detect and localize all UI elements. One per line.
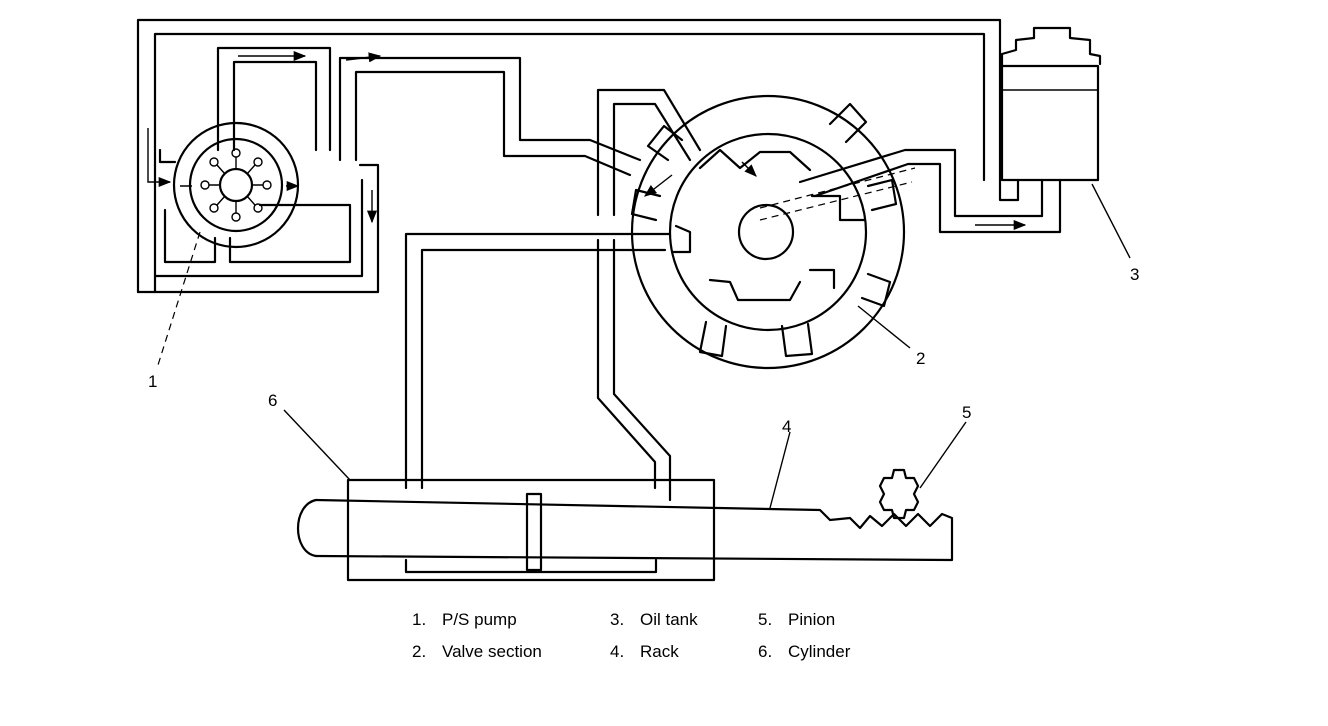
legend-item: 3. Oil tank (610, 610, 698, 630)
legend-item: 4. Rack (610, 642, 679, 662)
legend-item: 6. Cylinder (758, 642, 850, 662)
legend-label: Cylinder (788, 642, 851, 661)
rack (296, 498, 954, 562)
leader-lines (157, 183, 1131, 509)
hydraulic-lines (136, 18, 1062, 574)
legend-item: 5. Pinion (758, 610, 835, 630)
callout-4: 4 (782, 417, 791, 436)
valve-section (630, 94, 916, 370)
legend-number: 5. (758, 610, 773, 629)
callout-2: 2 (916, 349, 925, 368)
callout-6: 6 (268, 391, 277, 410)
pinion (878, 468, 920, 520)
legend-label: Rack (640, 642, 679, 661)
legend-number: 2. (412, 642, 427, 661)
legend-item: 1. P/S pump (412, 610, 517, 630)
legend-item: 2. Valve section (412, 642, 542, 662)
legend-number: 6. (758, 642, 773, 661)
legend-label: Valve section (442, 642, 542, 661)
cylinder (346, 478, 716, 582)
oil-tank (1000, 26, 1102, 182)
legend: 1. P/S pump 2. Valve section 3. Oil tank 4.… (412, 610, 892, 674)
legend-number: 3. (610, 610, 625, 629)
callout-3: 3 (1130, 265, 1139, 284)
legend-label: Oil tank (640, 610, 698, 629)
legend-label: Pinion (788, 610, 836, 629)
ps-pump (172, 121, 298, 249)
legend-number: 4. (610, 642, 625, 661)
callout-5: 5 (962, 403, 971, 422)
legend-number: 1. (412, 610, 427, 629)
legend-label: P/S pump (442, 610, 517, 629)
callout-1: 1 (148, 372, 157, 391)
